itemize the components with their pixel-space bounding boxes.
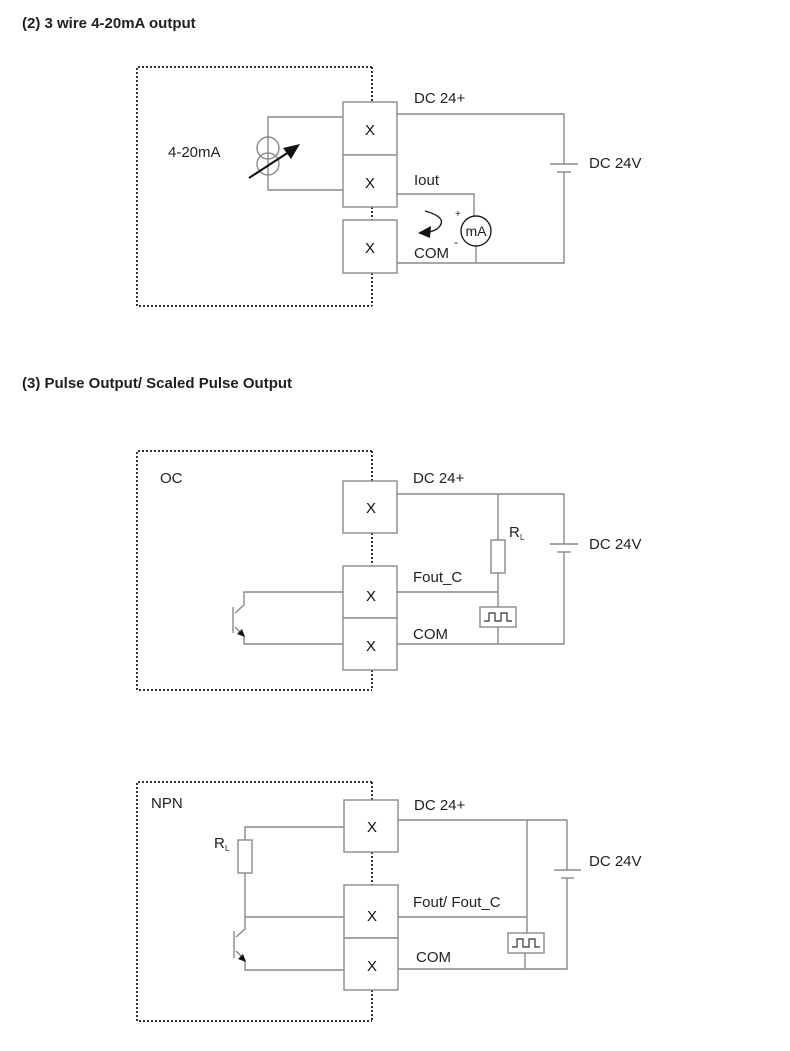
- terminal-1: [342, 480, 398, 534]
- resistor-subscript: L: [520, 533, 525, 542]
- minus-sign: -: [454, 235, 458, 249]
- terminal-1-label: X: [366, 500, 376, 517]
- variable-arrow-icon: [248, 149, 293, 179]
- terminal-3: [342, 219, 398, 274]
- current-source-icon: [256, 136, 280, 160]
- plus-sign: +: [455, 209, 461, 220]
- com-wire: [397, 552, 565, 645]
- pulse-counter-icon: [479, 606, 517, 628]
- ammeter-label: mA: [466, 223, 488, 239]
- dc-plus-label: DC 24+: [413, 470, 465, 487]
- signal-label: Fout/ Fout_C: [413, 894, 501, 911]
- resistor-subscript: L: [225, 844, 230, 853]
- dc-plus-wire: [398, 819, 568, 870]
- source-label: 4-20mA: [168, 144, 221, 161]
- ammeter-icon: [460, 215, 492, 247]
- internal-resistor-icon: [237, 839, 253, 874]
- collector-wire: [234, 591, 343, 614]
- terminal-2-label: X: [367, 908, 377, 925]
- terminal-2: [342, 154, 398, 208]
- source-wire: [267, 116, 343, 191]
- device-enclosure: [136, 66, 372, 307]
- diagram-oc: OC X X X R L DC 24+ Fout_C COM DC 24V: [136, 450, 642, 691]
- iout-wire: [397, 193, 475, 216]
- dc-plus-wire: [397, 113, 565, 164]
- terminal-3-label: X: [367, 958, 377, 975]
- supply-label: DC 24V: [589, 536, 642, 553]
- com-label: COM: [416, 949, 451, 966]
- terminal-2-label: X: [366, 588, 376, 605]
- emitter-wire: [235, 950, 344, 971]
- diagram-4-20ma: 4-20mA X X X mA + - DC 24+ Iout COM DC 2…: [136, 66, 642, 307]
- terminal-1: [342, 101, 398, 156]
- com-wire: [398, 878, 568, 970]
- load-resistor-icon: [490, 539, 506, 574]
- npn-label: NPN: [151, 795, 183, 812]
- emitter-wire: [234, 626, 343, 645]
- emitter-arrow-icon: [238, 954, 246, 962]
- pulse-counter-icon: [507, 932, 545, 954]
- terminal-2-label: X: [365, 175, 375, 192]
- dc-plus-label: DC 24+: [414, 797, 466, 814]
- supply-label: DC 24V: [589, 155, 642, 172]
- dc-plus-label: DC 24+: [414, 90, 466, 107]
- device-enclosure: [136, 450, 372, 691]
- com-label: COM: [413, 626, 448, 643]
- pulse-wave-icon: [484, 612, 512, 622]
- signal-label: Fout_C: [413, 569, 462, 586]
- diagram-npn: NPN R L X X X DC 24+ Fout/ Fout_C COM DC…: [136, 781, 642, 1022]
- resistor-label: R: [214, 835, 225, 852]
- terminal-1-label: X: [365, 122, 375, 139]
- pulse-wave-icon: [512, 938, 540, 948]
- iout-label: Iout: [414, 172, 440, 189]
- terminal-2: [343, 884, 399, 939]
- terminal-3: [342, 617, 398, 671]
- terminal-3-label: X: [366, 638, 376, 655]
- dc-plus-wire: [397, 493, 565, 544]
- terminal-1-label: X: [367, 819, 377, 836]
- section-3-heading: (3) Pulse Output/ Scaled Pulse Output: [22, 375, 292, 392]
- emitter-arrow-icon: [237, 629, 245, 637]
- terminal-3-label: X: [365, 240, 375, 257]
- terminal-3: [343, 937, 399, 991]
- supply-label: DC 24V: [589, 853, 642, 870]
- com-wire: [397, 172, 565, 264]
- oc-label: OC: [160, 470, 183, 487]
- terminal-1: [343, 799, 399, 853]
- device-enclosure: [136, 781, 372, 1022]
- resistor-label: R: [509, 524, 520, 541]
- com-label: COM: [414, 245, 449, 262]
- section-2-heading: (2) 3 wire 4-20mA output: [22, 15, 196, 32]
